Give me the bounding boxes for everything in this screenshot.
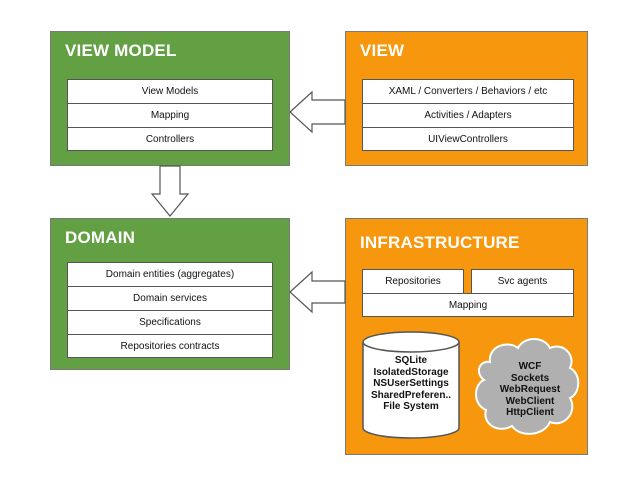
service-item: WebRequest xyxy=(499,384,561,395)
service-item: HttpClient xyxy=(506,407,554,418)
storage-item: NSUserSettings xyxy=(373,378,449,389)
service-item: WCF xyxy=(518,361,542,372)
domain-item: Specifications xyxy=(68,311,272,335)
mapping-box: Mapping xyxy=(362,293,574,317)
view-item: Activities / Adapters xyxy=(363,104,573,128)
arrow-view-to-viewmodel xyxy=(289,90,346,134)
domain-item: Domain entities (aggregates) xyxy=(68,263,272,287)
view-title: VIEW xyxy=(360,41,405,60)
storage-item: SQLite xyxy=(394,355,428,366)
service-item: Sockets xyxy=(510,372,550,384)
domain-item: Repositories contracts xyxy=(120,340,220,352)
arrow-viewmodel-to-domain xyxy=(150,165,190,217)
domain-panel: DOMAIN Domain entities (aggregates) Doma… xyxy=(50,218,290,370)
view-item: UIViewControllers xyxy=(428,134,508,145)
services-list: WCF Sockets WebRequest WebClient HttpCli… xyxy=(480,361,580,419)
view-model-item: Controllers xyxy=(145,134,195,145)
view-list: XAML / Converters / Behaviors / etc Acti… xyxy=(362,79,574,151)
view-item: XAML / Converters / Behaviors / etc xyxy=(363,80,573,104)
storage-list: SQLite IsolatedStorage NSUserSettings Sh… xyxy=(363,355,459,413)
storage-item: File System xyxy=(383,401,439,412)
storage-item: SharedPreferen.. xyxy=(370,389,452,401)
view-model-item: View Models xyxy=(68,80,272,104)
domain-item: Domain services xyxy=(68,287,272,311)
view-model-list: View Models Mapping Controllers xyxy=(67,79,273,151)
view-model-panel: VIEW MODEL View Models Mapping Controlle… xyxy=(50,31,290,166)
service-item: WebClient xyxy=(505,395,555,407)
view-panel: VIEW XAML / Converters / Behaviors / etc… xyxy=(345,31,588,166)
svc-agents-box: Svc agents xyxy=(471,269,574,294)
view-model-title: VIEW MODEL xyxy=(65,41,177,60)
storage-item: IsolatedStorage xyxy=(373,366,449,378)
storage-cylinder-icon xyxy=(362,331,460,439)
domain-list: Domain entities (aggregates) Domain serv… xyxy=(67,262,273,358)
services-cloud-icon xyxy=(475,338,580,435)
domain-title: DOMAIN xyxy=(65,228,136,247)
view-model-item: Mapping xyxy=(68,104,272,128)
infrastructure-title: INFRASTRUCTURE xyxy=(360,233,520,252)
repositories-box: Repositories xyxy=(362,269,464,294)
arrow-infrastructure-to-domain xyxy=(289,270,346,314)
